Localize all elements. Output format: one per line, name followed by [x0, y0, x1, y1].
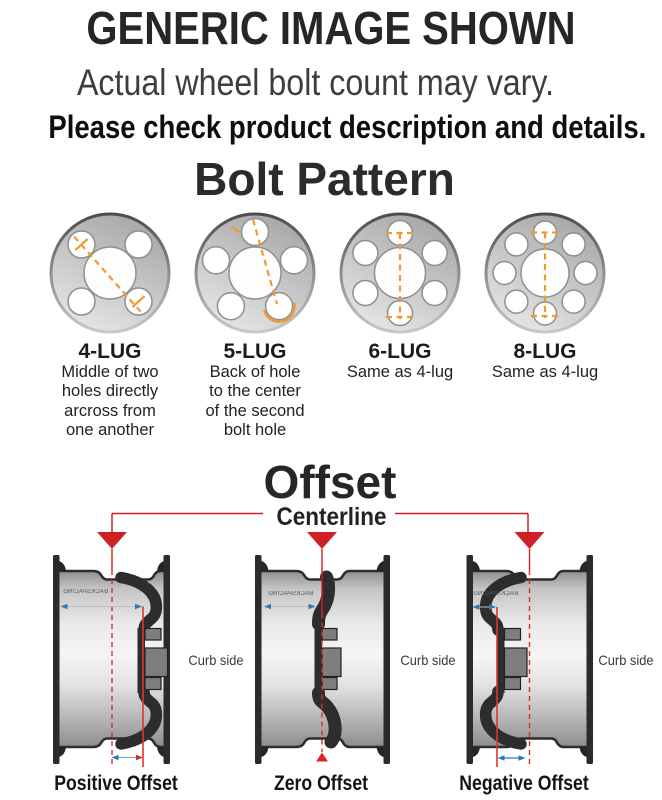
lug-desc-5: Back of hole to the center of the second… [205, 362, 305, 440]
lug-desc-8: Same as 4-lug [491, 362, 599, 381]
lug-desc-4: Middle of two holes directly arcross fro… [61, 362, 159, 440]
lug-col-4: 4-LUG Middle of two holes directly arcro… [35, 340, 185, 440]
zero-offset-label: Zero Offset [273, 772, 369, 795]
lug-label-5: 5-LUG [223, 340, 287, 363]
lug-label-6: 6-LUG [368, 340, 432, 363]
note: Please check product description and det… [48, 109, 647, 145]
4-lug-wheel-diagram [49, 212, 171, 334]
subtitle: Actual wheel bolt count may vary. [76, 62, 555, 103]
negative-offset-wheel [466, 549, 593, 767]
negative-offset-label: Negative Offset [459, 772, 589, 795]
5-lug-measure-marks [231, 219, 296, 323]
centerline-arrows [97, 532, 545, 549]
lug-col-6: 6-LUG Same as 4-lug [325, 340, 475, 381]
6-lug-wheel-diagram [339, 212, 461, 334]
lug-label-4: 4-LUG [78, 340, 142, 363]
lug-desc-6: Same as 4-lug [346, 362, 454, 381]
curb-side-label-2: Curb side [400, 652, 456, 668]
6-lug-measure-marks [386, 231, 414, 319]
lug-col-8: 8-LUG Same as 4-lug [470, 340, 620, 381]
backspacing-label-1: BACKSPACING [63, 589, 109, 595]
centerline-label: Centerline [276, 503, 387, 531]
centerline-lines [111, 512, 529, 532]
curb-side-label-1: Curb side [188, 652, 244, 668]
5-lug-wheel-diagram [194, 212, 316, 334]
backspacing-label-2: BACKSPACING [268, 591, 314, 597]
8-lug-measure-marks [531, 231, 559, 318]
8-lug-wheel-diagram [484, 212, 606, 334]
offset-heading: Offset [263, 456, 397, 508]
backspacing-label-3: BACKSPACING [473, 591, 519, 597]
zero-offset-wheel [255, 549, 390, 764]
4-lug-measure-marks [73, 235, 146, 313]
positive-offset-wheel [53, 549, 170, 767]
bolt-pattern-heading: Bolt Pattern [194, 153, 455, 205]
page-title: GENERIC IMAGE SHOWN [86, 2, 576, 54]
lug-col-5: 5-LUG Back of hole to the center of the … [180, 340, 330, 440]
curb-side-label-3: Curb side [598, 652, 654, 668]
lug-label-8: 8-LUG [513, 340, 577, 363]
positive-offset-label: Positive Offset [54, 772, 178, 795]
offset-diagram [53, 512, 593, 767]
